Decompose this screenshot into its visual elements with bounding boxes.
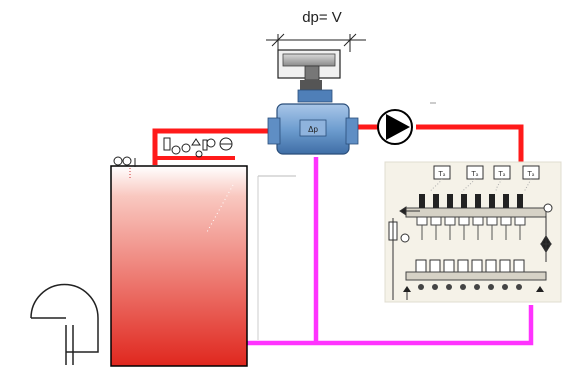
underfloor-heating-manifold-icon: Tₐ Tₐ Tₐ Tₐ [384,161,562,303]
dp-dimension-annotation [266,33,366,52]
valve-label: Δp [308,125,318,134]
differential-pressure-valve-icon: Δp [267,49,359,155]
return-pipe [247,157,534,346]
supply-pipe-boiler-to-valve [152,128,288,165]
manifold-return-bar [403,259,547,300]
manifold-fittings [388,203,553,300]
boiler-controls-icon [113,137,233,167]
sensor-label: Tₐ [526,170,534,178]
supply-pipe-pump-to-manifold [416,124,524,163]
return-pipe-manifold-to-boiler [247,305,534,346]
sensor-label: Tₐ [470,170,478,178]
temperature-sensor-icon [433,165,540,180]
manifold-supply-bar [405,194,547,240]
circulation-pump-icon [377,109,413,145]
sensor-wire [429,178,532,193]
sensor-label: Tₐ [437,170,445,178]
dp-label: dp= V [302,9,342,26]
boiler-icon [110,165,248,367]
sensor-label: Tₐ [497,170,505,178]
fan-blower-icon [30,283,99,365]
